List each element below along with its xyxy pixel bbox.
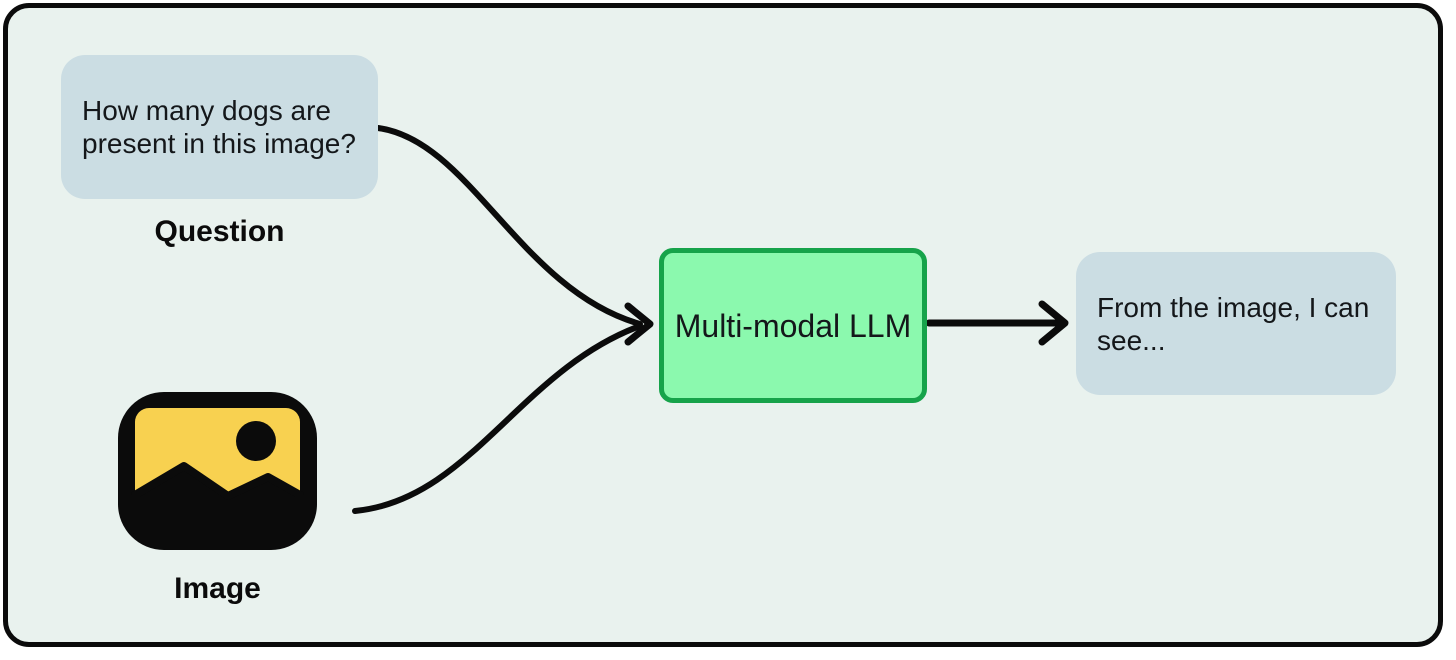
llm-node-text: Multi-modal LLM	[674, 307, 912, 344]
question-label: Question	[154, 215, 285, 248]
question-text: How many dogs are present in this image?	[82, 95, 356, 159]
image-label: Image	[174, 572, 261, 605]
llm-node: Multi-modal LLM	[659, 248, 927, 403]
image-icon	[118, 392, 317, 550]
output-bubble: From the image, I can see...	[1076, 252, 1396, 395]
sun-icon	[236, 421, 276, 461]
photo-image-icon	[118, 392, 317, 550]
question-bubble: How many dogs are present in this image?	[61, 55, 378, 199]
output-text: From the image, I can see...	[1097, 291, 1370, 356]
mountains-shape	[131, 462, 304, 534]
